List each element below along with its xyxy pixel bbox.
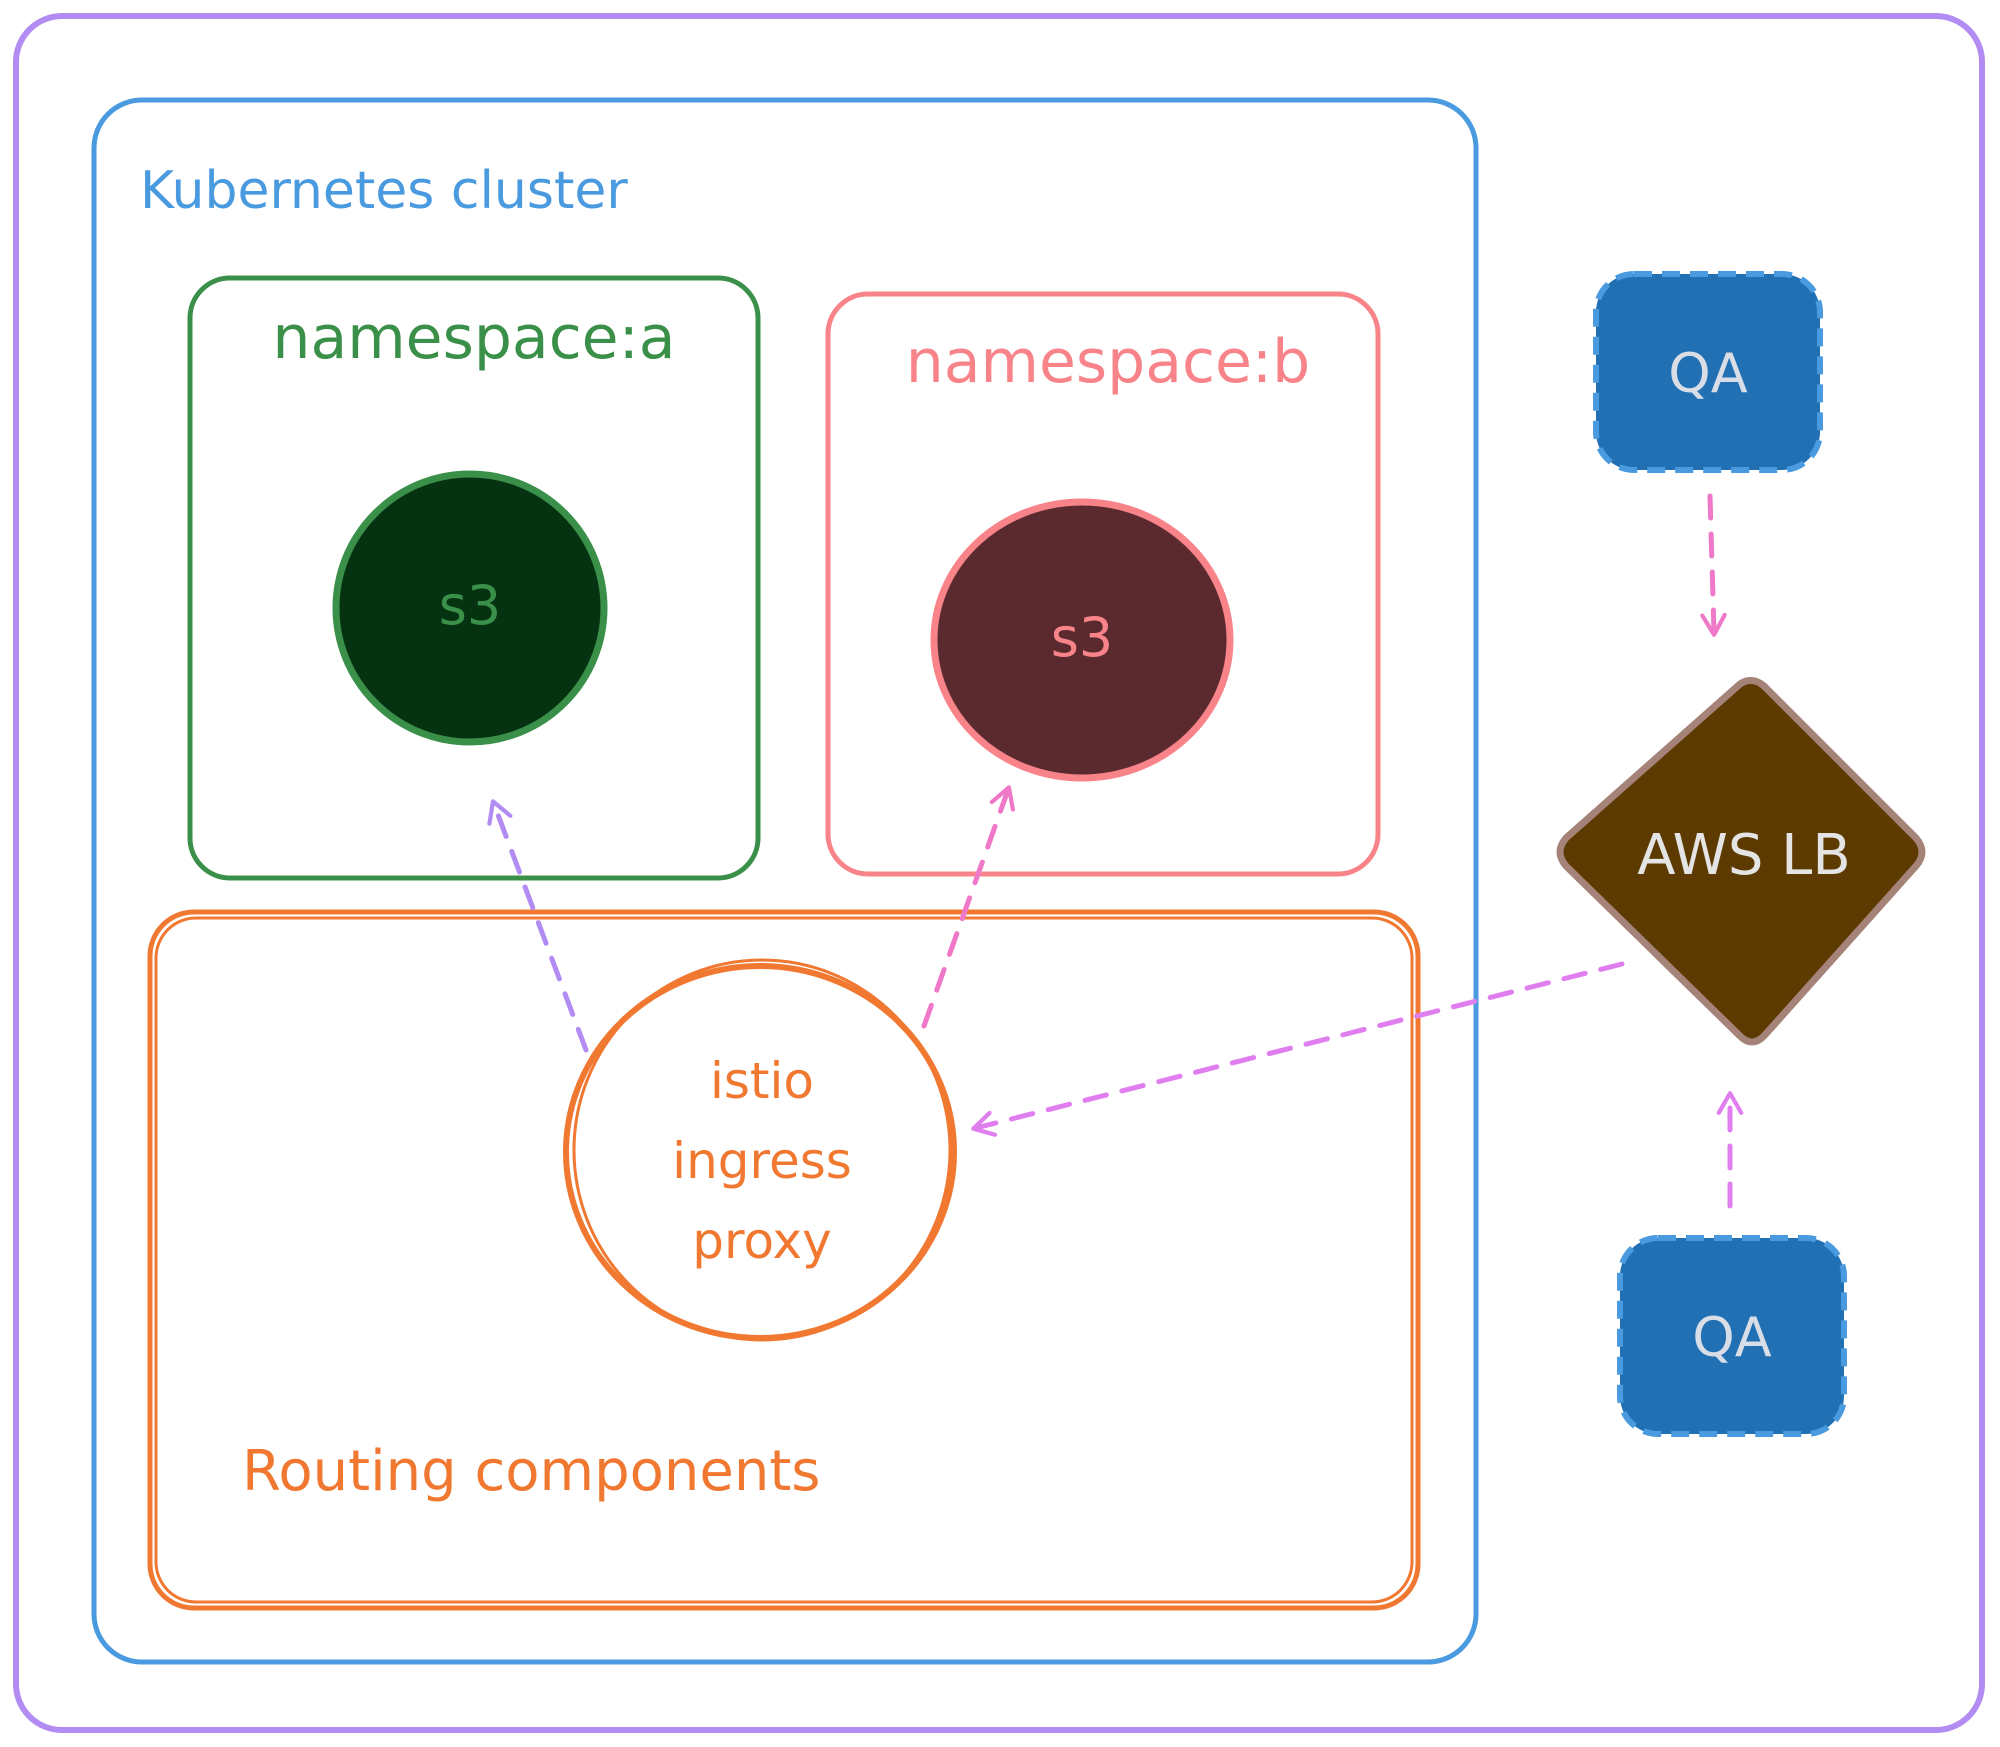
arrow-proxy-to-namespace-a bbox=[487, 799, 589, 1053]
qa-top: QA bbox=[1593, 271, 1823, 473]
istio-label-line-2: ingress bbox=[672, 1132, 852, 1190]
routing-components: Routing components istio ingress proxy bbox=[147, 909, 1421, 1611]
namespace-a-s3-node[interactable] bbox=[332, 470, 608, 746]
qa-bottom-node[interactable] bbox=[1617, 1235, 1847, 1437]
cluster-border bbox=[91, 97, 1479, 1665]
namespace-a-border bbox=[187, 275, 761, 881]
aws-lb-node[interactable] bbox=[1556, 677, 1926, 1046]
namespace-a-label: namespace:a bbox=[272, 303, 675, 373]
namespace-b-s3-node[interactable] bbox=[930, 498, 1234, 782]
qa-bottom-label: QA bbox=[1692, 1306, 1772, 1369]
namespace-b: namespace:b s3 bbox=[825, 291, 1381, 877]
istio-label-line-1: istio bbox=[710, 1052, 814, 1110]
istio-label-line-3: proxy bbox=[692, 1212, 831, 1270]
routing-label: Routing components bbox=[242, 1439, 820, 1504]
namespace-a-s3-label: s3 bbox=[439, 574, 502, 637]
kubernetes-cluster: Kubernetes cluster bbox=[91, 97, 1479, 1665]
namespace-b-border bbox=[825, 291, 1381, 877]
namespace-a: namespace:a s3 bbox=[187, 275, 761, 881]
qa-top-label: QA bbox=[1668, 342, 1748, 405]
istio-ingress-proxy-outline bbox=[572, 958, 952, 1342]
cluster-label: Kubernetes cluster bbox=[140, 161, 628, 221]
istio-ingress-proxy-node[interactable] bbox=[563, 963, 957, 1341]
qa-bottom: QA bbox=[1617, 1235, 1847, 1437]
routing-border-inner bbox=[154, 916, 1414, 1604]
arrow-lb-to-proxy bbox=[971, 961, 1625, 1137]
qa-top-node[interactable] bbox=[1593, 271, 1823, 473]
aws-load-balancer: AWS LB bbox=[1556, 677, 1926, 1046]
aws-lb-label: AWS LB bbox=[1637, 823, 1851, 888]
outer-frame bbox=[13, 13, 1985, 1733]
namespace-b-label: namespace:b bbox=[906, 327, 1310, 397]
namespace-b-s3-label: s3 bbox=[1051, 606, 1114, 669]
arrow-qa-top-to-lb bbox=[1700, 493, 1727, 637]
arrow-proxy-to-namespace-b bbox=[921, 785, 1016, 1029]
routing-border-outer bbox=[147, 909, 1421, 1611]
